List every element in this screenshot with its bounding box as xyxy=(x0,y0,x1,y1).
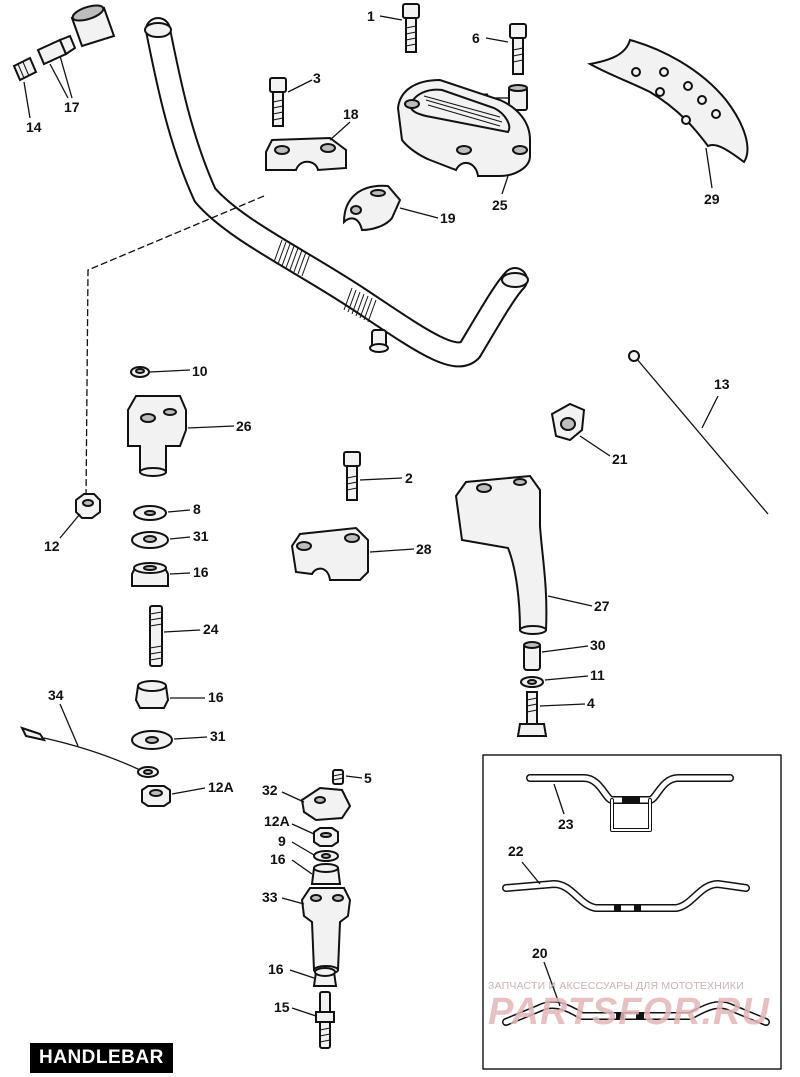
part-22-handlebar xyxy=(502,880,750,912)
callout-12a-a: 12A xyxy=(208,779,234,795)
part-4-bolt xyxy=(516,691,548,737)
callout-20: 20 xyxy=(532,945,548,961)
part-6-bolt xyxy=(509,23,527,75)
callout-8: 8 xyxy=(193,501,201,517)
part-12a-nut-a xyxy=(141,785,171,807)
part-16-bushing-c xyxy=(310,863,342,885)
part-7-spacer xyxy=(508,84,528,111)
part-27-bent-riser xyxy=(454,474,548,635)
part-14-fitting xyxy=(12,56,38,82)
callout-16-a: 16 xyxy=(193,564,209,580)
part-1-bolt xyxy=(402,3,420,53)
callout-33: 33 xyxy=(262,889,278,905)
callout-23: 23 xyxy=(558,816,574,832)
part-23-handlebar xyxy=(526,774,734,832)
watermark-tagline: ЗАПЧАСТИ И АКСЕССУАРЫ ДЛЯ МОТОТЕХНИКИ xyxy=(488,980,744,992)
callout-27: 27 xyxy=(594,598,610,614)
callout-4: 4 xyxy=(587,695,595,711)
callout-3: 3 xyxy=(313,70,321,86)
part-13-rod xyxy=(628,350,769,515)
part-24-stud xyxy=(149,605,163,667)
part-31-washer-a xyxy=(131,531,169,549)
knurl-right xyxy=(343,287,377,323)
knurl-left xyxy=(273,239,311,277)
diagram-title: HANDLEBAR xyxy=(30,1043,173,1073)
part-10-nut xyxy=(130,366,150,378)
callout-24: 24 xyxy=(203,621,219,637)
part-17-sleeve xyxy=(70,4,116,48)
part-8-washer xyxy=(133,505,167,521)
callout-12: 12 xyxy=(44,538,60,554)
part-25-top-clamp xyxy=(396,78,531,177)
callout-30: 30 xyxy=(590,637,606,653)
part-31-washer-b xyxy=(131,730,173,750)
part-3-bolt xyxy=(269,77,287,127)
callout-22: 22 xyxy=(508,843,524,859)
part-16-bushing-d xyxy=(312,967,338,987)
callout-6: 6 xyxy=(472,30,480,46)
alternate-handlebars-box: 23 22 20 xyxy=(482,754,782,1070)
callout-26: 26 xyxy=(236,418,252,434)
part-9-washer xyxy=(313,850,339,862)
callout-9: 9 xyxy=(278,833,286,849)
part-32-cap xyxy=(300,786,352,822)
callout-28: 28 xyxy=(416,541,432,557)
part-30-pin xyxy=(523,641,541,671)
part-19-clamp xyxy=(342,184,402,232)
part-34-ground-cable xyxy=(20,726,159,778)
part-28-clamp xyxy=(290,526,369,581)
callout-16-c: 16 xyxy=(270,851,286,867)
callout-21: 21 xyxy=(612,451,628,467)
callout-11: 11 xyxy=(590,667,605,683)
part-5-screw xyxy=(332,769,344,785)
callout-31-a: 31 xyxy=(193,528,209,544)
callout-12a-b: 12A xyxy=(264,813,290,829)
part-2-bolt xyxy=(343,451,361,501)
callout-16-b: 16 xyxy=(208,689,224,705)
callout-2: 2 xyxy=(405,470,413,486)
part-12-nut xyxy=(75,493,101,519)
part-20-handlebar xyxy=(502,1001,770,1026)
part-21-clip xyxy=(550,402,586,442)
callout-34: 34 xyxy=(48,687,64,703)
callout-13: 13 xyxy=(714,376,730,392)
watermark-logo: PARTSFOR.RU xyxy=(488,991,770,1033)
callout-17: 17 xyxy=(64,99,80,115)
part-33-riser xyxy=(300,887,352,975)
callout-1: 1 xyxy=(367,8,375,24)
callout-29: 29 xyxy=(704,191,720,207)
part-12a-nut-b xyxy=(313,827,339,847)
part-16-bushing-a xyxy=(131,562,169,587)
callout-14: 14 xyxy=(26,119,42,135)
part-18-clamp xyxy=(265,136,347,172)
part-16-bushing-b xyxy=(134,680,170,709)
callout-19: 19 xyxy=(440,210,456,226)
callout-18: 18 xyxy=(343,106,359,122)
callout-31-b: 31 xyxy=(210,728,226,744)
callout-10: 10 xyxy=(192,363,208,379)
part-17-fitting xyxy=(36,34,77,66)
part-29-plate xyxy=(587,38,749,164)
callout-25: 25 xyxy=(492,197,508,213)
callout-15: 15 xyxy=(274,999,290,1015)
callout-32: 32 xyxy=(262,782,278,798)
watermark: ЗАПЧАСТИ И АКСЕССУАРЫ ДЛЯ МОТОТЕХНИКИ PA… xyxy=(488,980,788,1032)
callout-5: 5 xyxy=(364,770,372,786)
part-11-lockwasher xyxy=(520,676,544,688)
part-15-stud xyxy=(315,991,335,1049)
main-handlebar xyxy=(144,17,529,368)
callout-16-d: 16 xyxy=(268,961,284,977)
part-26-riser xyxy=(127,395,187,477)
